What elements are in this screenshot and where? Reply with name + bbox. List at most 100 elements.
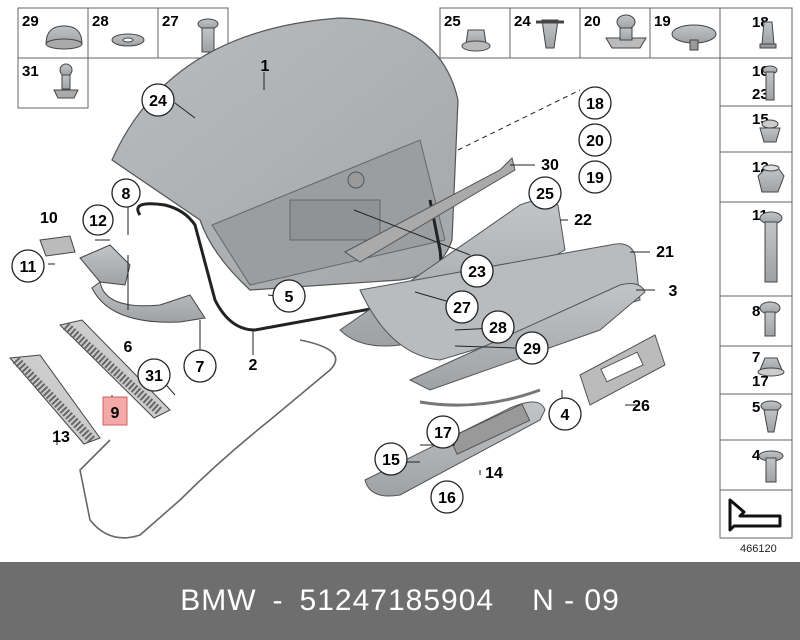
expanding-rivet-icon — [759, 21, 777, 49]
callout-10[interactable]: 10 — [40, 210, 58, 227]
hardware-box-19[interactable]: 19 — [649, 7, 721, 59]
hardware-box-29[interactable]: 29 — [17, 7, 89, 59]
callout-31[interactable]: 31 — [137, 358, 171, 392]
callout-label: 20 — [586, 133, 604, 150]
callout-12[interactable]: 12 — [82, 204, 114, 236]
trunk-lid[interactable] — [111, 17, 459, 291]
callout-22[interactable]: 22 — [574, 212, 592, 229]
hardware-box-7-17[interactable]: 7 17 — [719, 345, 793, 395]
lid-panel-21[interactable] — [359, 243, 641, 361]
hardware-box-15[interactable]: 15 — [719, 105, 793, 153]
callout-label: 9 — [111, 405, 120, 422]
hex-nut-icon — [757, 164, 785, 193]
callout-28[interactable]: 28 — [481, 310, 515, 344]
part-label: 24 — [514, 13, 531, 30]
callout-label: 5 — [285, 289, 294, 306]
trim-strip-30[interactable] — [344, 157, 516, 263]
callout-7[interactable]: 7 — [183, 349, 217, 383]
callout-label: 31 — [145, 368, 163, 385]
callout-label: 23 — [468, 264, 486, 281]
callouts: 1 24 8 10 12 11 6 7 2 5 31 — [11, 58, 678, 514]
callout-19[interactable]: 19 — [578, 160, 612, 194]
handle-bar-14[interactable] — [364, 401, 546, 497]
hardware-box-24[interactable]: 24 — [509, 7, 581, 59]
part-number: 51247185904 — [299, 584, 495, 617]
hardware-box-11[interactable]: 11 — [719, 201, 793, 297]
hardware-box-28[interactable]: 28 — [87, 7, 159, 59]
callout-8[interactable]: 8 — [111, 178, 141, 208]
diagram-position: N - 09 — [532, 584, 620, 617]
callout-24[interactable]: 24 — [141, 83, 175, 117]
callout-label: 19 — [586, 170, 604, 187]
callout-2[interactable]: 2 — [249, 357, 258, 374]
torx-screw-icon — [762, 65, 778, 101]
push-clip-icon — [760, 400, 782, 433]
clip-nut-icon — [759, 119, 781, 143]
part-label: 31 — [22, 63, 39, 80]
callout-26[interactable]: 26 — [632, 398, 650, 415]
callout-30[interactable]: 30 — [541, 157, 559, 174]
callout-label: 11 — [20, 259, 37, 276]
hardware-box-4[interactable]: 4 — [719, 439, 793, 491]
license-plate-bracket-26[interactable] — [579, 334, 666, 406]
callout-1[interactable]: 1 — [261, 58, 270, 75]
part-label: 7 — [752, 349, 760, 366]
callout-27[interactable]: 27 — [445, 290, 479, 324]
hardware-box-20[interactable]: 20 — [579, 7, 651, 59]
part-label: 4 — [752, 447, 761, 464]
part-label: 19 — [654, 13, 671, 30]
callout-9-highlighted[interactable]: 9 — [102, 396, 128, 426]
grommet-icon — [461, 29, 491, 52]
callout-23[interactable]: 23 — [460, 254, 494, 288]
hardware-box-31[interactable]: 31 — [17, 57, 89, 109]
gas-strut-9[interactable] — [59, 319, 171, 419]
callout-label: 4 — [561, 407, 570, 424]
callout-11[interactable]: 11 — [11, 249, 45, 283]
callout-label: 17 — [434, 425, 452, 442]
callout-4[interactable]: 4 — [548, 397, 582, 431]
hardware-box-12[interactable]: 12 — [719, 151, 793, 203]
highlight-box — [102, 396, 128, 426]
callout-label: 24 — [149, 93, 167, 110]
callout-20[interactable]: 20 — [578, 123, 612, 157]
part-label: 28 — [92, 13, 109, 30]
part-label: 8 — [752, 303, 760, 320]
hardware-box-18[interactable]: 18 — [719, 7, 793, 59]
callout-21[interactable]: 21 — [656, 244, 674, 261]
callout-13[interactable]: 13 — [52, 429, 70, 446]
callout-16[interactable]: 16 — [430, 480, 464, 514]
callout-29[interactable]: 29 — [515, 331, 549, 365]
callout-label: 7 — [196, 359, 205, 376]
callout-label: 27 — [453, 300, 471, 317]
hinge-assembly[interactable] — [39, 235, 206, 323]
part-label: 17 — [752, 373, 769, 390]
gas-strut-13[interactable] — [8, 354, 101, 445]
callout-5[interactable]: 5 — [272, 279, 306, 313]
bolt-icon — [759, 211, 783, 283]
cap-icon — [45, 25, 83, 50]
callout-17[interactable]: 17 — [426, 415, 460, 449]
callout-15[interactable]: 15 — [374, 442, 408, 476]
callout-18[interactable]: 18 — [578, 86, 612, 120]
washer-icon — [111, 33, 145, 47]
parts-diagram: 18 16 23 15 12 11 — [8, 7, 793, 555]
hardware-box-5[interactable]: 5 — [719, 393, 793, 441]
flange-nut-icon — [757, 357, 785, 377]
hardware-box-16-23[interactable]: 16 23 — [719, 57, 793, 107]
callout-14[interactable]: 14 — [485, 465, 503, 482]
ball-stud-icon — [53, 63, 79, 99]
cable-harness[interactable] — [79, 339, 337, 539]
callout-label: 29 — [523, 341, 541, 358]
diagram-id: 466120 — [740, 543, 777, 555]
arrow-symbol-box — [719, 489, 793, 539]
hardware-box-8[interactable]: 8 — [719, 295, 793, 347]
part-label: 23 — [752, 86, 769, 103]
lower-trim-4[interactable] — [419, 388, 541, 407]
callout-3[interactable]: 3 — [669, 283, 678, 300]
hardware-box-25[interactable]: 25 — [439, 7, 511, 59]
arrow-symbol-icon — [728, 498, 782, 532]
callout-25[interactable]: 25 — [528, 176, 562, 210]
callout-label: 12 — [89, 213, 107, 230]
washer-screw-icon — [758, 450, 784, 483]
callout-6[interactable]: 6 — [124, 339, 133, 356]
